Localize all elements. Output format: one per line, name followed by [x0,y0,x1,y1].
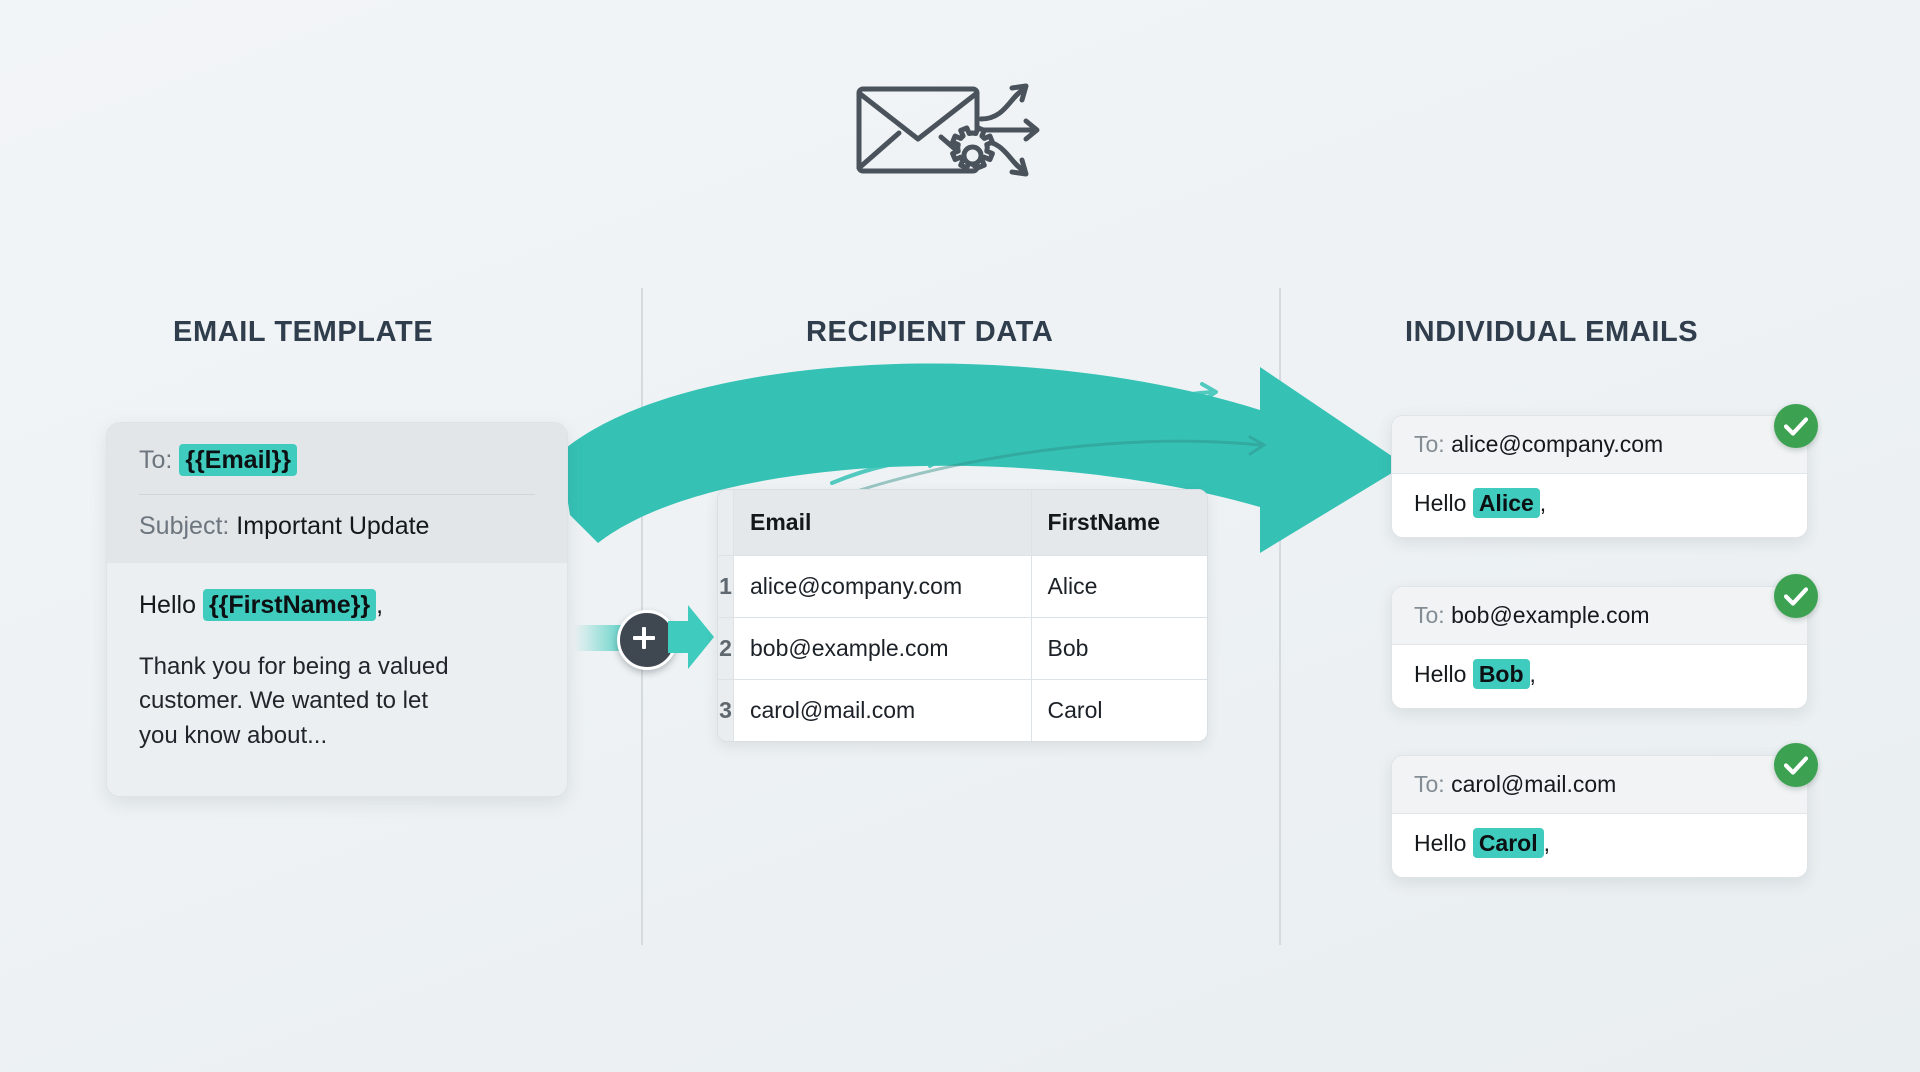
generated-greeting-prefix: Hello [1414,490,1467,516]
table-header-firstname: FirstName [1031,490,1207,556]
table-row[interactable]: 3 carol@mail.com Carol [718,679,1207,741]
email-template-body: Hello {{FirstName}}, Thank you for being… [107,562,567,796]
page-title-email-template: EMAIL TEMPLATE [173,316,434,348]
template-to-label: To: [139,446,173,474]
arrow-right-icon [666,603,716,671]
envelope-gear-distribute-icon [855,75,1065,185]
row-firstname: Carol [1031,679,1207,741]
template-subject-value: Important Update [236,512,430,541]
row-firstname: Alice [1031,555,1207,618]
page-title-recipient-data: RECIPIENT DATA [806,316,1054,348]
generated-greeting-suffix: , [1529,661,1536,687]
generated-email-to-value: bob@example.com [1451,602,1650,628]
template-firstname-token: {{FirstName}} [202,588,377,621]
generated-email-to-row: To: bob@example.com [1392,587,1807,645]
table-row[interactable]: 2 bob@example.com Bob [718,617,1207,680]
row-email: bob@example.com [733,617,1032,680]
generated-greeting-prefix: Hello [1414,830,1467,856]
generated-email-card[interactable]: To: carol@mail.com Hello Carol, [1391,755,1808,878]
page-title-individual-emails: INDIVIDUAL EMAILS [1405,316,1699,348]
generated-email-body: Hello Bob, [1392,645,1807,708]
generated-email-body: Hello Alice, [1392,474,1807,537]
check-circle-icon [1774,404,1818,448]
template-to-row: To: {{Email}} [139,444,535,476]
curved-arrow-right-icon [560,355,1410,565]
generated-greeting-prefix: Hello [1414,661,1467,687]
template-divider [139,494,535,496]
generated-email-card[interactable]: To: alice@company.com Hello Alice, [1391,415,1808,538]
check-circle-icon [1774,574,1818,618]
template-greeting-suffix: , [376,590,384,619]
column-divider-right [1279,288,1281,945]
row-index: 1 [718,555,734,618]
template-body-paragraph: Thank you for being a valued customer. W… [139,652,449,750]
generated-email-card[interactable]: To: bob@example.com Hello Bob, [1391,586,1808,709]
recipient-data-table: Email FirstName 1 alice@company.com Alic… [717,489,1208,742]
template-greeting-prefix: Hello [139,590,196,619]
table-row[interactable]: 1 alice@company.com Alice [718,555,1207,618]
row-email: alice@company.com [733,555,1032,618]
table-header-index [718,490,734,556]
generated-email-to-row: To: alice@company.com [1392,416,1807,474]
row-email: carol@mail.com [733,679,1032,741]
generated-name-value: Alice [1472,488,1540,518]
generated-email-to-label: To: [1414,431,1445,457]
generated-email-to-row: To: carol@mail.com [1392,756,1807,814]
generated-greeting-suffix: , [1543,830,1550,856]
generated-email-body: Hello Carol, [1392,814,1807,877]
table-header-email: Email [733,490,1032,556]
template-greeting: Hello {{FirstName}}, [139,588,535,621]
email-template-header: To: {{Email}} Subject: Important Update [107,423,567,563]
generated-name-value: Carol [1472,828,1544,858]
row-firstname: Bob [1031,617,1207,680]
email-template-card: To: {{Email}} Subject: Important Update … [106,422,568,797]
generated-email-to-value: alice@company.com [1451,431,1664,457]
generated-name-value: Bob [1472,659,1530,689]
generated-greeting-suffix: , [1539,490,1547,516]
row-index: 3 [718,679,734,741]
check-circle-icon [1774,743,1818,787]
generated-email-to-label: To: [1414,771,1445,797]
generated-email-to-label: To: [1414,602,1445,628]
template-email-token: {{Email}} [179,444,297,476]
generated-email-to-value: carol@mail.com [1451,771,1617,797]
plus-icon [617,610,677,670]
row-index: 2 [718,617,734,680]
template-subject-row: Subject: Important Update [139,511,535,542]
template-subject-label: Subject: [139,512,230,541]
table-header-row: Email FirstName [718,490,1207,556]
